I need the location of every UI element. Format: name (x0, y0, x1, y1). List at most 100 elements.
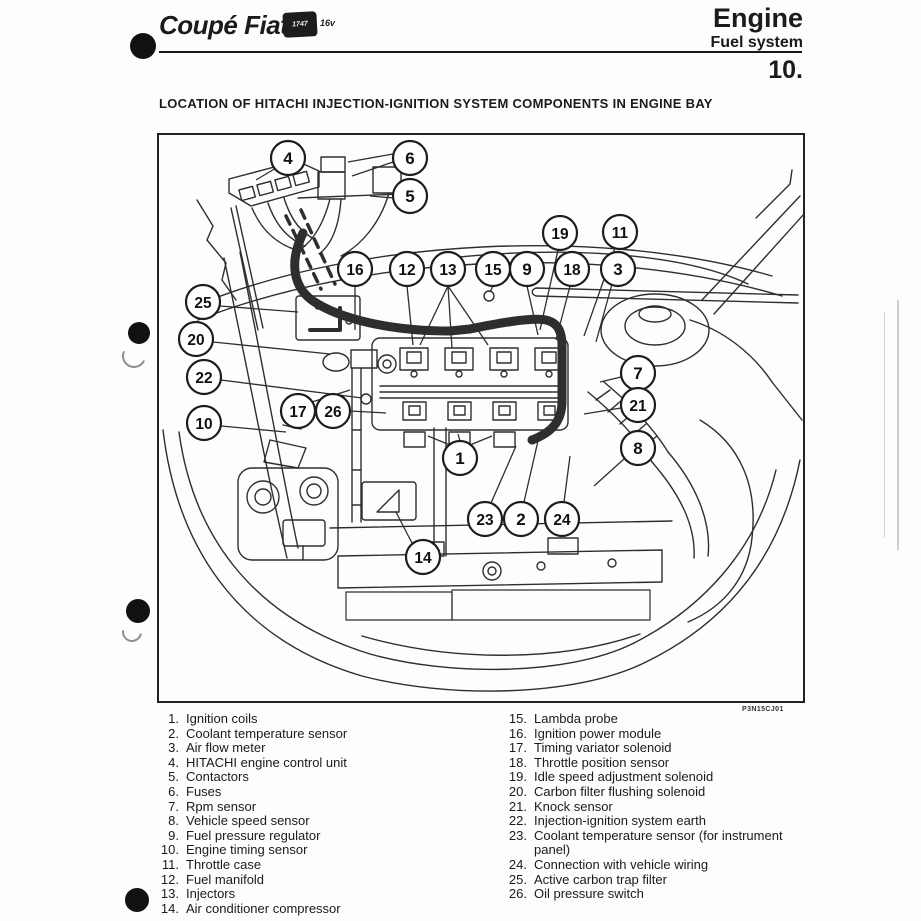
svg-text:19: 19 (551, 226, 569, 243)
callout-leader-6 (347, 153, 394, 163)
legend-item-number: 21. (508, 798, 527, 814)
legend-item-label: HITACHI engine control unit (186, 754, 347, 770)
svg-text:14: 14 (414, 550, 432, 567)
callout-leader-13 (447, 285, 453, 349)
legend-item: 18.Throttle position sensor (502, 755, 832, 771)
legend-item-label: Lambda probe (534, 711, 618, 726)
chapter-number: 10. (768, 56, 803, 84)
legend-item-label: Carbon filter flushing solenoid (534, 783, 706, 799)
callout-7: 7 (619, 354, 657, 392)
legend-item-number: 11. (161, 856, 179, 872)
callout-leader-1 (469, 435, 493, 446)
callout-20: 20 (177, 320, 215, 358)
legend-item-number: 8. (168, 813, 179, 829)
figure-code: P3N15CJ01 (742, 706, 784, 713)
legend-item: 17.Timing variator solenoid (502, 741, 832, 756)
legend-item-number: 3. (168, 740, 179, 756)
legend-item: 24.Connection with vehicle wiring (502, 857, 832, 873)
legend-item-number: 1. (168, 711, 179, 726)
legend-item-label: Air conditioner compressor (186, 900, 341, 916)
svg-text:18: 18 (563, 262, 581, 279)
callout-25: 25 (184, 283, 222, 321)
callout-leader-9 (526, 285, 539, 336)
legend-item: 19.Idle speed adjustment solenoid (502, 770, 832, 785)
callout-18: 18 (553, 250, 591, 288)
legend-item-number: 5. (168, 769, 179, 785)
section-subtitle: Fuel system (710, 34, 803, 52)
legend-item: 4.HITACHI engine control unit (154, 754, 499, 771)
legend-item: 21.Knock sensor (502, 798, 832, 815)
legend-item-number: 23. (508, 827, 527, 843)
legend-item-label: Ignition power module (534, 725, 662, 741)
legend-item-number: 6. (168, 783, 179, 799)
callout-12: 12 (388, 250, 426, 288)
callout-10: 10 (185, 404, 223, 442)
legend-item-number: 26. (508, 886, 527, 902)
svg-text:8: 8 (633, 439, 642, 458)
binder-hole (126, 599, 150, 623)
legend-item: 7.Rpm sensor (154, 799, 499, 815)
engine-bay-drawing: 4651612131591819113252022101726721812322… (162, 139, 803, 692)
callout-2: 2 (502, 500, 540, 538)
svg-text:6: 6 (405, 149, 414, 168)
callout-13: 13 (429, 250, 467, 288)
figure-title: LOCATION OF HITACHI INJECTION-IGNITION S… (159, 96, 713, 111)
scan-artifact (897, 300, 899, 550)
svg-text:9: 9 (522, 260, 531, 279)
legend-item: 22.Injection-ignition system earth (502, 814, 832, 829)
legend-item-label: Ignition coils (186, 711, 258, 726)
callout-leader-20 (212, 341, 331, 355)
callout-leader-13 (447, 285, 489, 346)
svg-text:23: 23 (476, 512, 494, 529)
legend-item: 6. Fuses (154, 783, 499, 800)
callout-23: 23 (466, 500, 504, 538)
legend-item-number: 13. (160, 886, 179, 902)
callout-leader-4 (255, 167, 277, 181)
legend-item-label: Fuses (186, 783, 222, 799)
svg-text:16: 16 (346, 262, 364, 279)
callout-6: 6 (391, 139, 429, 177)
callout-16: 16 (336, 250, 374, 288)
callout-8: 8 (619, 429, 657, 467)
legend-item: 23.Coolant temperature sensor (for instr… (502, 827, 832, 858)
legend-item-number: 25. (508, 871, 527, 887)
callout-leader-18 (555, 285, 571, 341)
legend-item-label: Fuel manifold (186, 871, 265, 887)
callout-leader-25 (219, 305, 299, 313)
brand-logo: Coupé Fiat (159, 10, 289, 40)
callout-19: 19 (541, 214, 579, 252)
svg-text:2: 2 (516, 510, 525, 529)
legend-item-label: Engine timing sensor (186, 842, 308, 858)
callout-24: 24 (543, 500, 581, 538)
legend-item: 3.Air flow meter (154, 741, 499, 756)
svg-text:20: 20 (187, 332, 204, 349)
header-section: Engine Fuel system (711, 4, 803, 52)
legend-item: 20.Carbon filter flushing solenoid (502, 783, 832, 800)
svg-text:1: 1 (455, 449, 464, 468)
callout-11: 11 (601, 213, 639, 251)
legend-item-number: 17. (508, 740, 527, 756)
legend-item: 25.Active carbon trap filter (502, 871, 832, 888)
svg-text:5: 5 (405, 187, 414, 206)
callout-26: 26 (314, 392, 352, 430)
engine-badge-suffix: 16v (320, 18, 336, 28)
legend-item-number: 14. (160, 900, 179, 916)
callout-leader-10 (220, 425, 287, 433)
callout-4: 4 (269, 139, 307, 177)
engine-artwork (162, 156, 803, 692)
svg-text:10: 10 (195, 416, 212, 433)
callout-5: 5 (391, 177, 429, 215)
callout-17: 17 (279, 392, 317, 430)
svg-text:11: 11 (612, 225, 629, 242)
legend-item-label: Contactors (186, 769, 249, 785)
callout-leader-8 (593, 458, 625, 487)
svg-text:12: 12 (398, 262, 415, 279)
legend-item: 9.Fuel pressure regulator (154, 828, 499, 844)
legend-item-number: 12. (160, 871, 179, 887)
legend-item: 8.Vehicle speed sensor (154, 814, 499, 829)
callout-leader-14 (395, 511, 414, 546)
svg-text:17: 17 (289, 404, 306, 421)
